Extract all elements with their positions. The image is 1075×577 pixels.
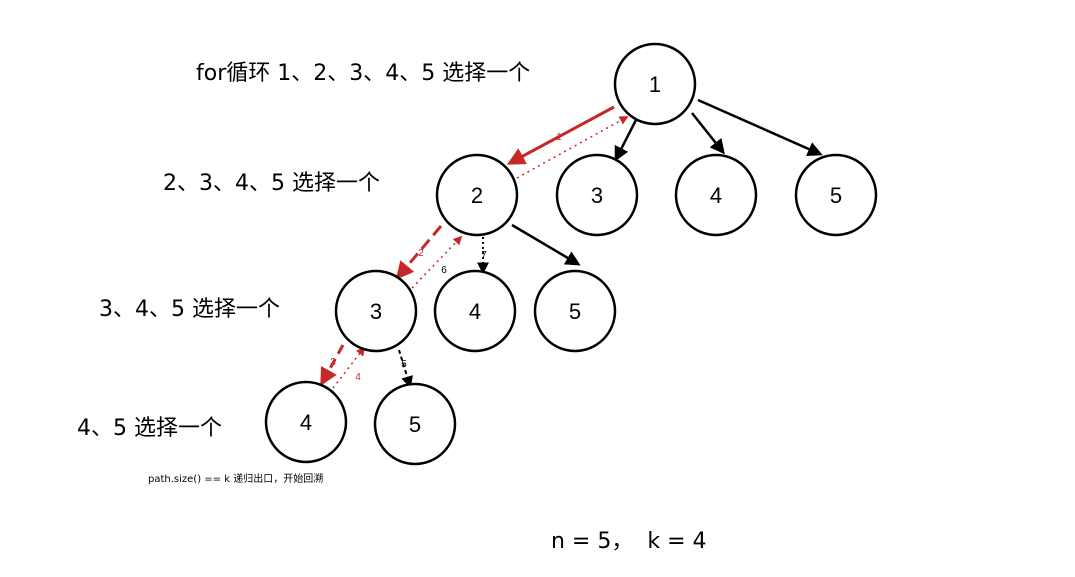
edge-1-to-5 bbox=[697, 98, 823, 157]
recurse-3-to-4 bbox=[320, 344, 345, 387]
node-label: 5 bbox=[409, 412, 421, 437]
node-label: 4 bbox=[469, 299, 481, 324]
node-label: 2 bbox=[471, 183, 483, 208]
recurse-2-to-3 bbox=[395, 225, 443, 280]
edge-2-to-5 bbox=[511, 223, 581, 266]
level-2-label: 2、3、4、5 选择一个 bbox=[163, 171, 380, 196]
step-label: 1 bbox=[556, 132, 562, 143]
node-label: 5 bbox=[830, 183, 842, 208]
node-label: 3 bbox=[370, 299, 382, 324]
step-label: 6 bbox=[441, 265, 447, 276]
edge-1-to-4 bbox=[691, 112, 725, 155]
tree-node-5: 5 bbox=[794, 153, 878, 237]
node-label: 1 bbox=[649, 72, 661, 97]
level-4-label: 4、5 选择一个 bbox=[77, 416, 222, 441]
level-3-label: 3、4、5 选择一个 bbox=[99, 297, 280, 322]
step-label: 3 bbox=[330, 357, 336, 368]
edge-3-to-5 bbox=[398, 349, 413, 389]
step-label: 7 bbox=[481, 250, 487, 261]
level-1-label: for循环 1、2、3、4、5 选择一个 bbox=[196, 61, 531, 86]
tree-node-4: 4 bbox=[264, 380, 348, 464]
tree-node-2: 2 bbox=[435, 153, 519, 237]
edge-1-to-3 bbox=[614, 119, 638, 162]
backtrack-4-to-3 bbox=[332, 346, 366, 389]
step-label: 4 bbox=[355, 372, 361, 383]
node-label: 4 bbox=[300, 410, 312, 435]
recursion-exit-note: path.size() == k 递归出口，开始回溯 bbox=[148, 474, 324, 485]
node-label: 4 bbox=[710, 183, 722, 208]
node-label: 3 bbox=[591, 183, 603, 208]
tree-node-5: 5 bbox=[373, 382, 457, 466]
tree-node-3: 3 bbox=[334, 269, 418, 353]
tree-node-5: 5 bbox=[533, 269, 617, 353]
step-label: 2 bbox=[418, 248, 424, 259]
step-label: 5 bbox=[401, 359, 407, 370]
tree-node-1: 1 bbox=[613, 42, 697, 126]
recurse-1-to-2 bbox=[506, 105, 615, 165]
tree-node-4: 4 bbox=[433, 269, 517, 353]
tree-node-4: 4 bbox=[674, 153, 758, 237]
node-label: 5 bbox=[569, 299, 581, 324]
parameters-label: n = 5， k = 4 bbox=[551, 529, 707, 554]
tree-node-3: 3 bbox=[555, 153, 639, 237]
